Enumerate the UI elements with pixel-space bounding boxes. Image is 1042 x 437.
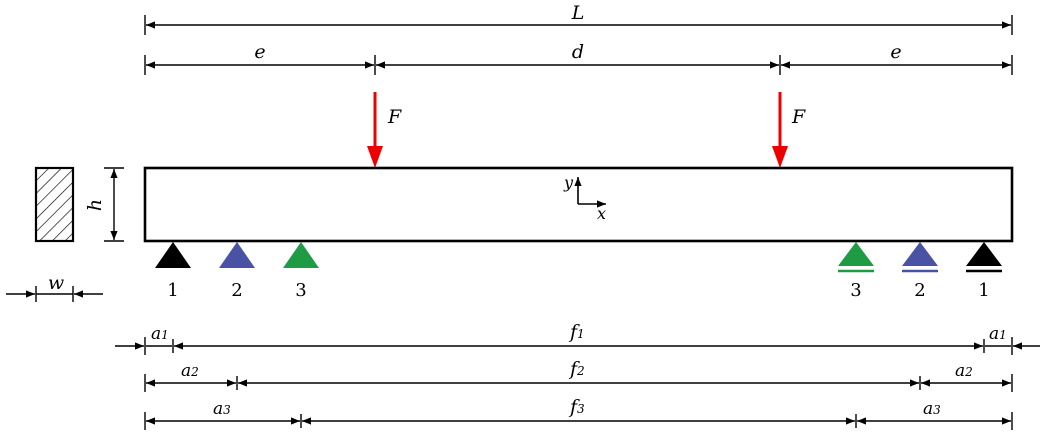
support-label-left-2: 2	[231, 280, 242, 301]
dimension-row-3: a3 f3 a3	[144, 396, 1013, 430]
force-right: F	[772, 92, 806, 168]
label-a2-right: a2	[955, 361, 973, 381]
label-d: d	[572, 41, 584, 63]
support-right-3	[838, 242, 874, 266]
label-f3: f3	[568, 396, 585, 418]
label-F-left: F	[387, 106, 402, 128]
support-label-right-2: 2	[914, 280, 925, 301]
axis-label-x: x	[597, 204, 606, 223]
support-left-2	[219, 242, 255, 268]
label-F-right: F	[791, 106, 806, 128]
dimension-row-1: a1 f1 a1	[115, 321, 1040, 355]
support-right-2	[902, 242, 938, 266]
dimension-row-2: a2 f2 a2	[144, 358, 1013, 392]
dimension-L: L	[144, 2, 1013, 35]
cross-section: h w	[6, 166, 124, 302]
support-label-right-3: 3	[850, 280, 861, 301]
label-a1-right: a1	[989, 324, 1007, 344]
label-e-right: e	[890, 41, 901, 63]
label-h: h	[84, 199, 106, 211]
label-L: L	[571, 2, 585, 24]
support-left-3	[283, 242, 319, 268]
support-label-left-3: 3	[295, 280, 306, 301]
support-left-1	[155, 242, 191, 268]
support-label-left-1: 1	[167, 280, 178, 301]
label-e-left: e	[254, 41, 265, 63]
label-f1: f1	[568, 321, 585, 343]
dimension-e-d-e: e d e	[144, 41, 1013, 75]
coordinate-axes: y x	[563, 173, 606, 223]
support-label-right-1: 1	[978, 280, 989, 301]
label-a2-left: a2	[181, 361, 199, 381]
force-left: F	[367, 92, 402, 168]
label-a3-right: a3	[923, 399, 941, 419]
supports-right: 3 2 1	[838, 242, 1002, 301]
label-a3-left: a3	[213, 399, 231, 419]
label-f2: f2	[568, 358, 585, 380]
axis-label-y: y	[563, 173, 574, 192]
label-a1-left: a1	[151, 324, 169, 344]
label-w: w	[48, 272, 64, 294]
support-right-1	[966, 242, 1002, 266]
supports-left: 1 2 3	[155, 242, 319, 301]
